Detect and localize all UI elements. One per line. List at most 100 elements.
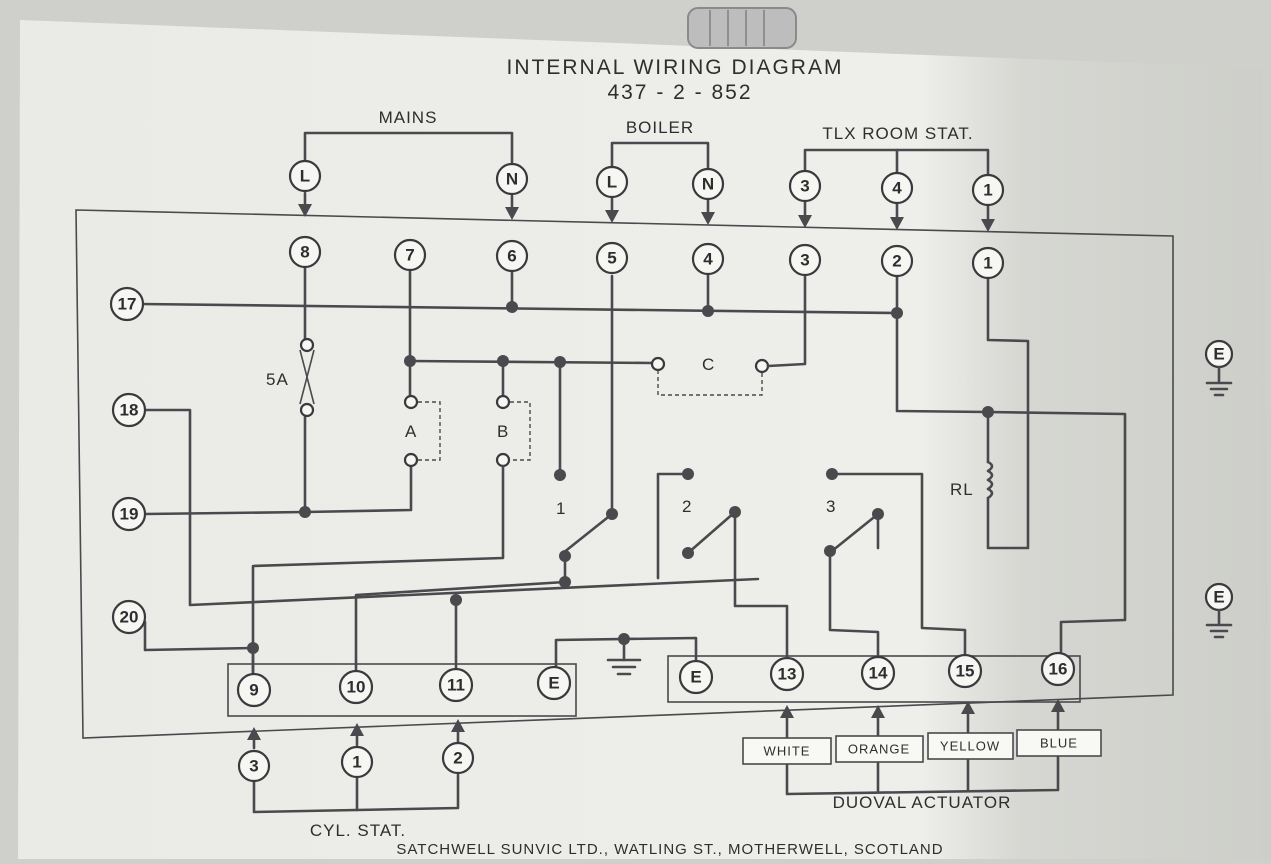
switch-c-label: C: [702, 355, 715, 374]
contact-2-label: 2: [682, 497, 692, 516]
fuse-label: 5A: [266, 370, 289, 389]
manufacturer-footer: SATCHWELL SUNVIC LTD., WATLING ST., MOTH…: [396, 841, 943, 858]
wire-blue: BLUE: [1016, 729, 1102, 757]
terminal-boiler-l: L: [595, 165, 629, 199]
svg-text:L: L: [607, 173, 617, 192]
label-room-stat: TLX ROOM STAT.: [822, 124, 973, 143]
svg-text:RL: RL: [950, 480, 974, 499]
terminal-9: 9: [236, 672, 272, 708]
terminal-1: 1: [971, 246, 1005, 280]
svg-text:9: 9: [249, 681, 258, 700]
svg-text:4: 4: [892, 179, 902, 198]
label-boiler: BOILER: [626, 118, 694, 137]
svg-text:13: 13: [778, 665, 797, 684]
terminal-15: 15: [947, 653, 983, 689]
terminal-stat-3: 3: [788, 169, 822, 203]
terminal-e-right: E: [678, 659, 714, 695]
terminal-11: 11: [438, 667, 474, 703]
terminal-strip-left: [227, 663, 577, 717]
svg-text:YELLOW: YELLOW: [940, 739, 1000, 754]
svg-text:3: 3: [800, 177, 809, 196]
terminal-e-left: E: [536, 665, 572, 701]
switch-a-label: A: [405, 422, 417, 441]
earth-icon-upper: E: [1204, 339, 1234, 397]
terminal-boiler-n: N: [691, 167, 725, 201]
contact-3-label: 3: [826, 497, 836, 516]
svg-text:20: 20: [120, 608, 139, 627]
svg-text:E: E: [548, 674, 559, 693]
terminal-14: 14: [860, 655, 896, 691]
svg-text:E: E: [1213, 588, 1224, 607]
svg-text:14: 14: [869, 664, 888, 683]
svg-text:BLUE: BLUE: [1040, 736, 1078, 751]
label-cyl-stat: CYL. STAT.: [310, 821, 406, 840]
terminal-8: 8: [288, 235, 322, 269]
svg-text:5: 5: [607, 249, 616, 268]
relay-coil: RL: [950, 460, 994, 500]
terminal-17: 17: [109, 286, 145, 322]
svg-text:WHITE: WHITE: [764, 744, 811, 759]
terminal-cyl-3: 3: [237, 749, 271, 783]
terminal-10: 10: [338, 669, 374, 705]
label-mains: MAINS: [379, 108, 438, 127]
paper-sheet: [18, 20, 1271, 859]
terminal-mains-n: N: [495, 162, 529, 196]
internal-wiring: [139, 265, 1127, 677]
svg-text:1: 1: [983, 181, 992, 200]
svg-text:8: 8: [300, 243, 309, 262]
svg-text:18: 18: [120, 401, 139, 420]
svg-text:15: 15: [956, 662, 975, 681]
terminal-mains-l: L: [288, 159, 322, 193]
terminal-18: 18: [111, 392, 147, 428]
svg-text:6: 6: [507, 247, 516, 266]
terminal-19: 19: [111, 496, 147, 532]
unit-outline: [75, 209, 1174, 739]
svg-text:11: 11: [447, 676, 465, 695]
terminal-20: 20: [111, 599, 147, 635]
svg-text:E: E: [690, 668, 701, 687]
svg-text:19: 19: [120, 505, 139, 524]
contact-1-label: 1: [556, 499, 566, 518]
terminal-2: 2: [880, 244, 914, 278]
switch-b-label: B: [497, 422, 509, 441]
terminal-stat-1: 1: [971, 173, 1005, 207]
terminal-strip-right: [667, 655, 1081, 703]
svg-text:2: 2: [892, 252, 901, 271]
earth-icon-lower: E: [1204, 582, 1234, 639]
svg-text:17: 17: [118, 295, 137, 314]
svg-text:3: 3: [249, 757, 258, 776]
svg-text:7: 7: [405, 246, 414, 265]
svg-text:N: N: [506, 170, 518, 189]
terminal-16: 16: [1040, 651, 1076, 687]
terminal-5: 5: [595, 241, 629, 275]
part-number: 437 - 2 - 852: [607, 81, 752, 104]
wire-orange: ORANGE: [835, 735, 924, 763]
terminal-3: 3: [788, 243, 822, 277]
svg-text:2: 2: [453, 749, 462, 768]
svg-text:3: 3: [800, 251, 809, 270]
terminal-13: 13: [769, 656, 805, 692]
terminal-cyl-2: 2: [441, 741, 475, 775]
svg-text:1: 1: [352, 753, 361, 772]
svg-text:N: N: [702, 175, 714, 194]
terminal-4: 4: [691, 242, 725, 276]
terminal-7: 7: [393, 238, 427, 272]
svg-text:ORANGE: ORANGE: [848, 742, 910, 757]
svg-text:4: 4: [703, 250, 713, 269]
junction-dots: [247, 301, 994, 654]
external-connections-top: [298, 131, 995, 232]
terminal-stat-4: 4: [880, 171, 914, 205]
svg-text:L: L: [300, 167, 310, 186]
diagram-title: INTERNAL WIRING DIAGRAM: [507, 56, 844, 79]
svg-text:16: 16: [1049, 660, 1068, 679]
wire-yellow: YELLOW: [927, 732, 1014, 760]
terminal-cyl-1: 1: [340, 745, 374, 779]
svg-text:1: 1: [983, 254, 992, 273]
svg-text:E: E: [1213, 345, 1224, 364]
svg-text:10: 10: [347, 678, 366, 697]
terminal-6: 6: [495, 239, 529, 273]
bolt-icon: [687, 7, 797, 49]
wire-white: WHITE: [742, 737, 832, 765]
